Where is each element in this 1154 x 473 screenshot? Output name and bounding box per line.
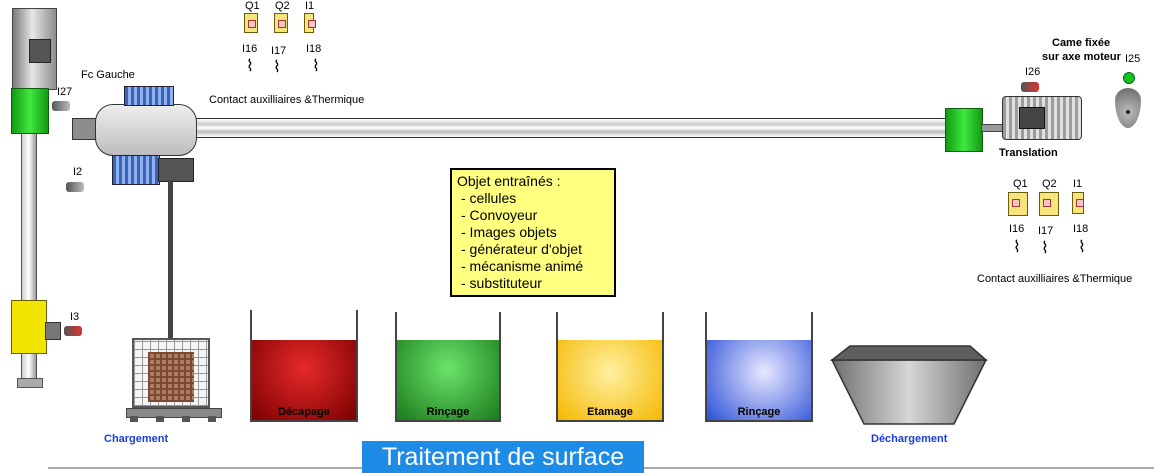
- info-item: - substituteur: [461, 275, 542, 291]
- tank-liquid: [397, 340, 499, 420]
- input-right-label-1: I17: [1038, 225, 1054, 237]
- sensor-i2-icon[interactable]: [66, 182, 84, 192]
- hoist-cable: [168, 180, 173, 338]
- info-heading: Objet entraînés :: [457, 173, 561, 189]
- dechargement-label: Déchargement: [871, 433, 948, 445]
- trolley-drum: [158, 158, 194, 182]
- rail-foot: [17, 378, 43, 388]
- relay-right-q1[interactable]: [1008, 192, 1028, 216]
- tank-label: Etamage: [587, 406, 633, 418]
- tank-label: Rinçage: [737, 406, 781, 418]
- switch-right-2-icon[interactable]: ⌇: [1078, 239, 1086, 256]
- sensor-i27-icon[interactable]: [52, 101, 70, 111]
- page-title: Traitement de surface: [362, 441, 644, 473]
- green-block-left: [11, 88, 49, 134]
- input-right-label-2: I18: [1073, 223, 1089, 235]
- yellow-carriage-arm: [45, 322, 61, 340]
- info-item: - générateur d'objet: [461, 241, 582, 257]
- tank-liquid: [252, 340, 356, 420]
- switch-top-1-icon[interactable]: ⌇: [273, 59, 281, 76]
- tank-liquid: [558, 340, 662, 420]
- relay-top-label-1: Q2: [275, 0, 290, 12]
- info-item: - Images objets: [461, 224, 557, 240]
- vertical-motor: [12, 8, 57, 90]
- contact-right-label: Contact auxilliaires &Thermique: [977, 273, 1133, 285]
- trolley-bottom-motor: [112, 155, 160, 185]
- info-item: - cellules: [461, 190, 517, 206]
- tank-label: Rinçage: [426, 406, 470, 418]
- relay-top-i1[interactable]: [304, 13, 316, 33]
- input-right-label-0: I16: [1009, 223, 1025, 235]
- tank-rincage-1[interactable]: Rinçage: [395, 312, 501, 422]
- contact-top-label: Contact auxilliaires &Thermique: [209, 94, 365, 106]
- relay-top-q2[interactable]: [274, 13, 288, 33]
- relay-right-label-2: I1: [1073, 178, 1083, 190]
- translation-label: Translation: [999, 147, 1058, 159]
- input-top-label-1: I17: [271, 45, 287, 57]
- green-block-right: [945, 108, 983, 152]
- sensor-i26-icon[interactable]: [1021, 82, 1039, 92]
- horizontal-rail: [190, 118, 950, 138]
- relay-right-i1[interactable]: [1072, 192, 1084, 214]
- relay-right-label-0: Q1: [1013, 178, 1028, 190]
- tank-etamage[interactable]: Etamage: [556, 312, 664, 422]
- info-box: Objet entraînés : - cellules - Convoyeur…: [450, 168, 616, 297]
- relay-top-label-0: Q1: [245, 0, 260, 12]
- basket[interactable]: [132, 338, 210, 408]
- fc-gauche-label: Fc Gauche: [81, 69, 135, 81]
- came-label-1: Came fixée: [1052, 37, 1111, 49]
- relay-right-q2[interactable]: [1039, 192, 1059, 216]
- input-top-label-2: I18: [306, 43, 322, 55]
- pallet-feet: [130, 416, 216, 422]
- tank-decapage[interactable]: Décapage: [250, 310, 358, 422]
- relay-top-label-2: I1: [305, 0, 315, 12]
- info-list: - cellules - Convoyeur - Images objets -…: [457, 190, 609, 292]
- info-item: - mécanisme animé: [461, 258, 584, 274]
- translation-motor[interactable]: [1002, 96, 1082, 140]
- tank-liquid: [707, 340, 811, 420]
- relay-right-label-1: Q2: [1042, 178, 1057, 190]
- info-item: - Convoyeur: [461, 207, 538, 223]
- sensor-label-i27: I27: [57, 86, 73, 98]
- sensor-label-i2: I2: [73, 166, 83, 178]
- switch-right-1-icon[interactable]: ⌇: [1041, 240, 1049, 257]
- switch-top-2-icon[interactable]: ⌇: [312, 58, 320, 75]
- trolley-top-motor: [124, 86, 174, 106]
- trolley-body[interactable]: [95, 104, 197, 156]
- yellow-carriage: [11, 300, 47, 354]
- switch-right-0-icon[interactable]: ⌇: [1013, 239, 1021, 256]
- input-top-label-0: I16: [242, 43, 258, 55]
- sensor-label-i25: I25: [1125, 53, 1141, 65]
- relay-top-q1[interactable]: [244, 13, 258, 33]
- sensor-label-i26: I26: [1025, 66, 1041, 78]
- came-label-2: sur axe moteur: [1042, 51, 1121, 63]
- unloading-hopper[interactable]: [830, 344, 988, 426]
- switch-top-0-icon[interactable]: ⌇: [246, 58, 254, 75]
- sensor-i25-led-icon[interactable]: [1123, 72, 1135, 84]
- sensor-label-i3: I3: [70, 311, 80, 323]
- sensor-i3-icon[interactable]: [64, 326, 82, 336]
- tank-rincage-2[interactable]: Rinçage: [705, 312, 813, 422]
- tank-label: Décapage: [278, 406, 330, 418]
- chargement-label: Chargement: [104, 433, 169, 445]
- cam-icon: [1115, 88, 1141, 128]
